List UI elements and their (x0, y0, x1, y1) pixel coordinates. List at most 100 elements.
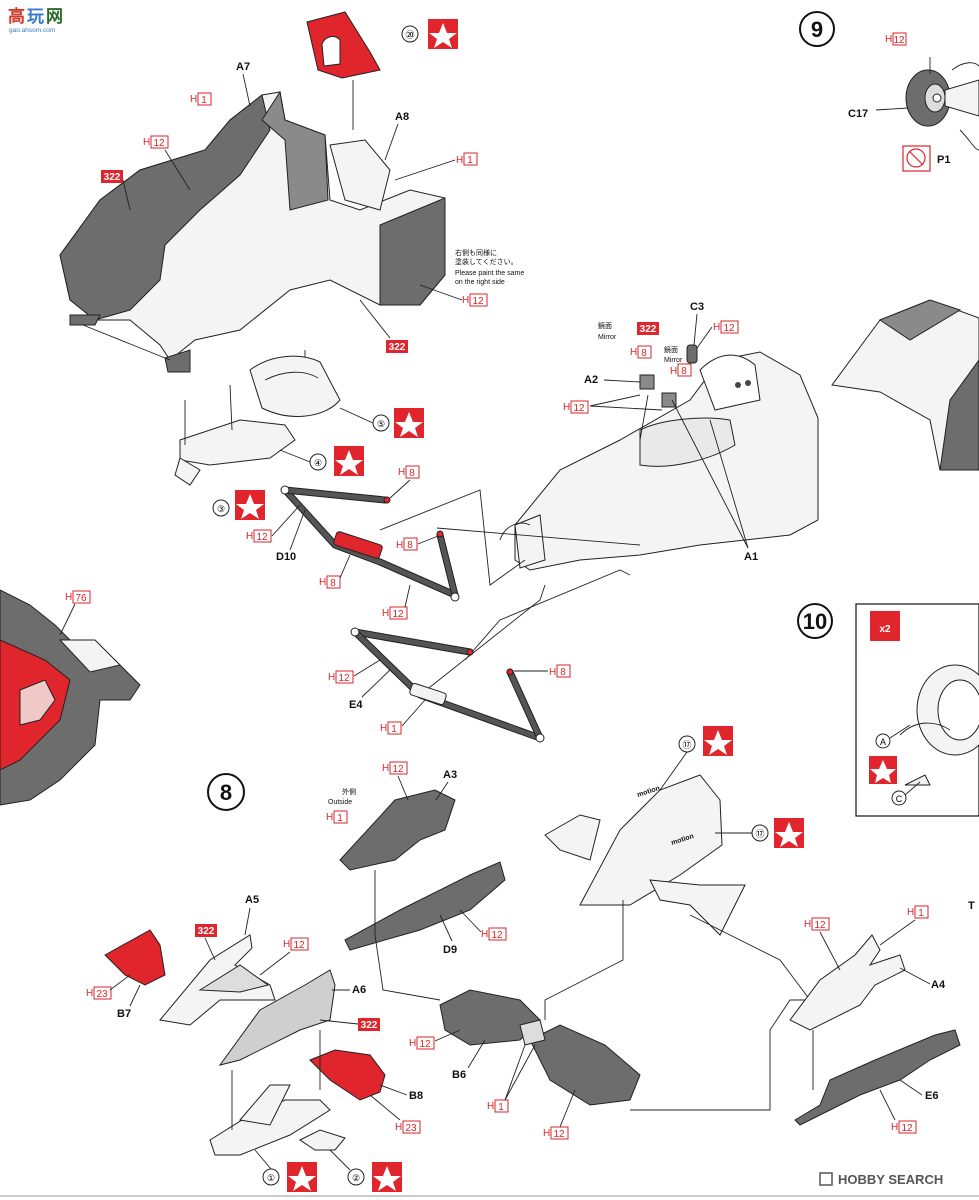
svg-text:8: 8 (409, 468, 415, 479)
svg-text:1: 1 (498, 1102, 504, 1113)
svg-text:12: 12 (153, 138, 165, 149)
mirror-label-right: 鏡面 Mirror (664, 345, 683, 364)
color-h8-e6: H 8 (549, 664, 571, 678)
color-h8-e4a: H 8 (398, 465, 420, 479)
label-e6: E4 (349, 699, 363, 711)
svg-text:322: 322 (104, 172, 121, 183)
paint-badge-322-e: 322 (358, 1018, 380, 1031)
no-glue-icon (902, 145, 931, 172)
guide-line-a3 (374, 870, 441, 1001)
watermark-hobby-search: HOBBY SEARCH (819, 1172, 943, 1187)
label-d9: D9 (443, 944, 457, 956)
sidepod-inner-a7 (59, 90, 446, 390)
step-8-marker: 8 (207, 773, 245, 811)
color-h12-b6: H 12 (409, 1036, 435, 1050)
label-a8: A8 (395, 111, 409, 123)
svg-text:8: 8 (560, 667, 566, 678)
color-h12-b6b: H 12 (543, 1126, 569, 1140)
svg-text:鏡面: 鏡面 (598, 321, 612, 330)
color-h12-a: H 12 (143, 135, 169, 149)
watermark-char-1: 高 (8, 6, 25, 26)
svg-text:12: 12 (723, 323, 735, 334)
wishbone-e4 (280, 485, 460, 602)
decal-20: ⑳ (405, 30, 414, 40)
decal-ref-20: ⑳ (401, 25, 419, 43)
watermark-char-3: 网 (46, 7, 63, 26)
label-a4: A4 (931, 979, 946, 991)
svg-text:12: 12 (293, 940, 305, 951)
svg-text:Outside: Outside (328, 799, 352, 806)
label-a2: A2 (584, 374, 598, 386)
svg-text:12: 12 (256, 532, 268, 543)
label-a3: A3 (443, 769, 457, 781)
svg-text:322: 322 (198, 926, 215, 937)
svg-text:12: 12 (491, 930, 503, 941)
svg-text:H: H (456, 155, 463, 166)
svg-text:1: 1 (391, 724, 397, 735)
svg-text:⑰: ⑰ (682, 740, 691, 750)
note-paint-right-side: 右側も同様に 塗装してください。 Please paint the same o… (455, 248, 524, 286)
svg-text:H: H (283, 939, 290, 950)
svg-text:H: H (190, 94, 197, 105)
svg-text:8: 8 (681, 366, 687, 377)
part-4-fairing (179, 419, 296, 466)
paint-badge-322-b: 322 (386, 340, 408, 353)
mirror-a2 (639, 374, 677, 441)
car-body-fragment-left (0, 589, 141, 806)
svg-text:8: 8 (641, 348, 647, 359)
color-h12-a2: H 12 (563, 400, 589, 414)
svg-text:322: 322 (640, 324, 657, 335)
svg-text:8: 8 (330, 578, 336, 589)
color-h8-c3: H 8 (670, 363, 692, 377)
step-8-number: 8 (220, 780, 232, 805)
label-a1: A1 (744, 551, 758, 563)
svg-text:H: H (713, 322, 720, 333)
color-h12-e4: H 12 (246, 529, 272, 543)
step-10-marker: 10 (797, 603, 833, 639)
decal-ref-17a: ⑰ (678, 735, 696, 753)
svg-text:C: C (896, 794, 903, 804)
svg-text:塗装してください。: 塗装してください。 (455, 257, 518, 266)
svg-text:H: H (804, 919, 811, 930)
watermark-url: gao.ahsom.com (9, 27, 55, 34)
label-a7: A7 (236, 61, 250, 73)
color-h8-e4b: H 8 (396, 537, 418, 551)
star-badge-17b (774, 818, 804, 848)
watermark-logo-left: 高 玩 网 gao.ahsom.com (4, 4, 74, 34)
svg-text:H: H (398, 467, 405, 478)
label-part-h12-step9: H 12 (885, 32, 907, 46)
decal-ref-5: ⑤ (372, 414, 390, 432)
svg-text:鏡面: 鏡面 (664, 345, 678, 354)
svg-text:H: H (549, 667, 556, 678)
svg-text:12: 12 (901, 1123, 913, 1134)
svg-text:③: ③ (217, 504, 225, 514)
svg-text:外側: 外側 (342, 787, 356, 796)
color-prefix: H (885, 34, 892, 45)
star-badge-20 (428, 19, 458, 49)
svg-text:Mirror: Mirror (598, 334, 617, 341)
color-h76: H 76 (65, 590, 91, 604)
color-h1-a3: H 1 (326, 810, 348, 824)
decal-ref-3: ③ (212, 499, 230, 517)
floor-strip-d9 (344, 861, 506, 951)
color-h12-d9: H 12 (481, 927, 507, 941)
svg-text:12: 12 (338, 673, 350, 684)
suspension-part-a4 (789, 934, 906, 1031)
svg-text:322: 322 (361, 1020, 378, 1031)
color-h23-b8: H 23 (395, 1120, 421, 1134)
color-h12-e4b: H 12 (382, 606, 408, 620)
star-badge-3 (235, 490, 265, 520)
svg-text:右側も同様に: 右側も同様に (455, 248, 497, 257)
svg-text:H: H (326, 812, 333, 823)
color-h23-b7: H 23 (86, 986, 112, 1000)
step-9-number: 9 (811, 17, 823, 42)
wing-endplate-a3 (339, 789, 456, 871)
svg-text:23: 23 (405, 1123, 417, 1134)
svg-text:④: ④ (314, 458, 322, 468)
svg-text:23: 23 (96, 989, 108, 1000)
front-wing-a6 (218, 969, 336, 1066)
svg-text:H: H (395, 1122, 402, 1133)
svg-text:⑤: ⑤ (377, 419, 385, 429)
paint-badge-322-a: 322 (101, 170, 123, 183)
svg-text:322: 322 (389, 342, 406, 353)
